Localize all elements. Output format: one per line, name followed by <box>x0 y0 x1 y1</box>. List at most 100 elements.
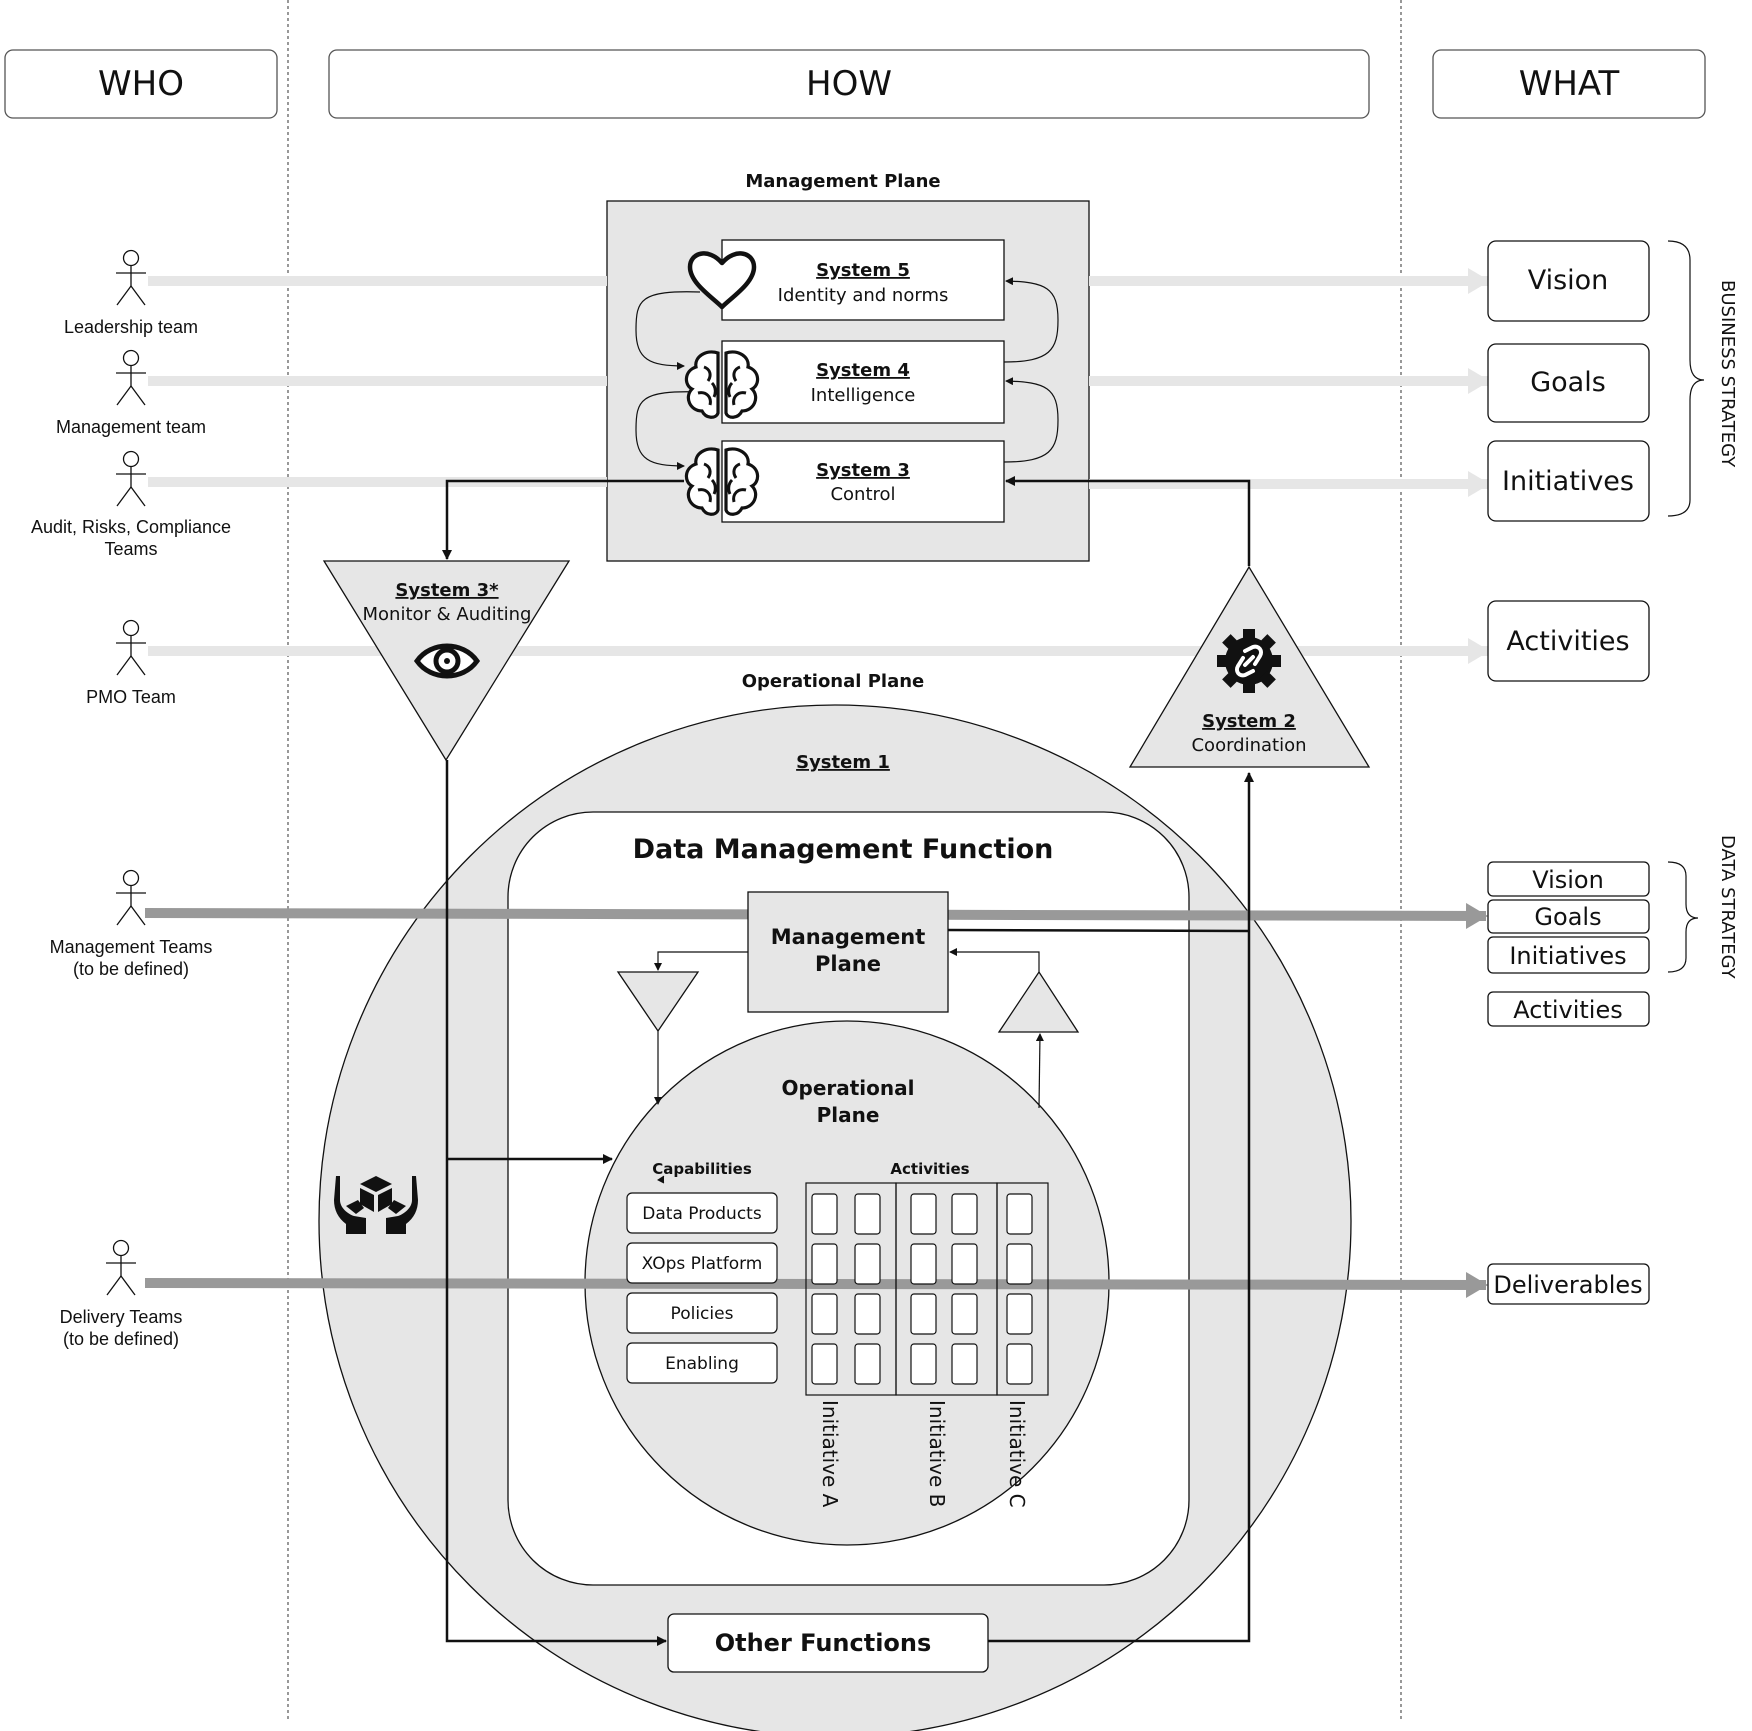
what-data-goals-label: Goals <box>1534 903 1601 931</box>
capabilities-pointer <box>657 1175 665 1184</box>
management-plane-title: Management Plane <box>745 171 940 192</box>
system1-label: System 1 <box>796 752 890 773</box>
activities-grid <box>805 1182 1049 1396</box>
activity-cell <box>1006 1243 1033 1285</box>
actor-icon <box>115 619 147 676</box>
what-vision-label: Vision <box>1528 265 1609 296</box>
loop-s5-s4 <box>635 291 701 370</box>
activity-cell <box>811 1243 838 1285</box>
eye-icon <box>413 643 481 679</box>
initiative-b-label: Initiative B <box>925 1400 949 1507</box>
system3-desc: Control <box>830 484 895 505</box>
what-goals-label: Goals <box>1530 367 1606 398</box>
activity-cell <box>951 1243 978 1285</box>
arrow-s3star-to-other <box>445 760 667 1646</box>
gear-link-icon <box>1217 629 1281 693</box>
activity-cell <box>1006 1193 1033 1235</box>
actor-icon <box>115 249 147 306</box>
activity-cell <box>910 1293 937 1335</box>
actor-audit-label-1: Audit, Risks, Compliance <box>31 517 231 537</box>
capability-xops-platform: XOps Platform <box>626 1242 778 1284</box>
data-strategy-brace <box>1667 861 1699 973</box>
actor-management-teams-label-1: Management Teams <box>50 937 213 957</box>
what-goals: Goals <box>1487 343 1650 423</box>
system4-name: System 4 <box>816 360 910 381</box>
activity-cell <box>811 1193 838 1235</box>
what-deliverables: Deliverables <box>1487 1263 1650 1305</box>
what-vision: Vision <box>1487 240 1650 322</box>
system5-desc: Identity and norms <box>778 285 949 306</box>
activity-cell <box>854 1293 881 1335</box>
actor-management-label: Management team <box>56 417 206 437</box>
system3star-desc: Monitor & Auditing <box>363 604 532 625</box>
loop-s4-s3 <box>635 391 701 470</box>
dmf-audit-triangle <box>616 971 700 1033</box>
what-data-activities: Activities <box>1487 991 1650 1027</box>
dmf-management-plane-box: Management Plane <box>747 891 949 1013</box>
header-what-label: WHAT <box>1519 64 1620 104</box>
actor-delivery-teams-label-1: Delivery Teams <box>60 1307 183 1327</box>
activity-cell <box>854 1193 881 1235</box>
dmf-operational-plane-line2: Plane <box>817 1103 880 1127</box>
system2-desc: Coordination <box>1191 735 1306 756</box>
what-data-goals: Goals <box>1487 899 1650 934</box>
arrow-triangle-to-dmf-mp <box>949 948 1040 972</box>
hands-box-icon <box>334 1176 418 1234</box>
dmf-management-plane-line2: Plane <box>815 952 881 976</box>
activity-cell <box>951 1293 978 1335</box>
activity-cell <box>910 1243 937 1285</box>
capability-policies: Policies <box>626 1292 778 1334</box>
actor-management: Management team <box>56 349 206 437</box>
capability-label: Data Products <box>642 1204 762 1224</box>
what-data-initiatives-label: Initiatives <box>1509 942 1626 970</box>
system3-box: System 3 Control <box>721 440 1005 523</box>
system4-desc: Intelligence <box>811 385 916 406</box>
what-data-activities-label: Activities <box>1513 996 1623 1024</box>
actor-audit-label-2: Teams <box>104 539 157 559</box>
actor-leadership-label: Leadership team <box>64 317 198 337</box>
actor-pmo: PMO Team <box>86 619 176 707</box>
what-data-vision-label: Vision <box>1532 866 1604 894</box>
what-initiatives-label: Initiatives <box>1502 466 1634 497</box>
actor-audit: Audit, Risks, Compliance Teams <box>31 450 231 559</box>
capability-label: Enabling <box>665 1354 739 1374</box>
activity-cell <box>910 1193 937 1235</box>
actor-delivery-teams: Delivery Teams (to be defined) <box>60 1239 183 1349</box>
actor-icon <box>115 869 147 926</box>
initiative-a-label: Initiative A <box>818 1400 842 1508</box>
what-activities-label: Activities <box>1506 626 1629 657</box>
business-strategy-brace <box>1667 240 1705 517</box>
dmf-management-plane-line1: Management <box>771 925 926 949</box>
business-strategy-label: BUSINESS STRATEGY <box>1717 280 1738 468</box>
what-data-initiatives: Initiatives <box>1487 936 1650 974</box>
what-activities: Activities <box>1487 600 1650 682</box>
arrow-s2-to-s3 <box>1005 476 1251 566</box>
system4-box: System 4 Intelligence <box>721 340 1005 424</box>
heart-icon <box>687 251 757 310</box>
actor-pmo-label: PMO Team <box>86 687 176 707</box>
arrow-other-to-s2 <box>979 772 1254 1643</box>
system3star-name: System 3* <box>395 580 499 601</box>
operational-plane-title: Operational Plane <box>742 671 925 692</box>
loop-s4-s5 <box>1003 277 1059 363</box>
actor-icon <box>105 1239 137 1296</box>
system2-name: System 2 <box>1202 711 1296 732</box>
actor-management-teams: Management Teams (to be defined) <box>50 869 213 979</box>
activity-cell <box>951 1193 978 1235</box>
header-how: HOW <box>328 49 1370 119</box>
other-functions-label: Other Functions <box>715 1629 932 1657</box>
arrow-dmf-mp-to-triangle <box>654 951 748 971</box>
data-strategy-label: DATA STRATEGY <box>1717 835 1738 980</box>
initiative-c-label: Initiative C <box>1005 1400 1029 1508</box>
activity-cell <box>811 1343 838 1385</box>
header-what: WHAT <box>1432 49 1706 119</box>
actor-leadership: Leadership team <box>64 249 198 337</box>
line-dmf-to-s2 <box>946 928 1250 933</box>
system3-name: System 3 <box>816 460 910 481</box>
system5-box: System 5 Identity and norms <box>721 239 1005 321</box>
activity-cell <box>1006 1293 1033 1335</box>
activities-title: Activities <box>890 1160 969 1178</box>
actor-delivery-teams-label-2: (to be defined) <box>63 1329 179 1349</box>
capability-data-products: Data Products <box>626 1192 778 1234</box>
loop-s3-s4 <box>1003 377 1059 463</box>
